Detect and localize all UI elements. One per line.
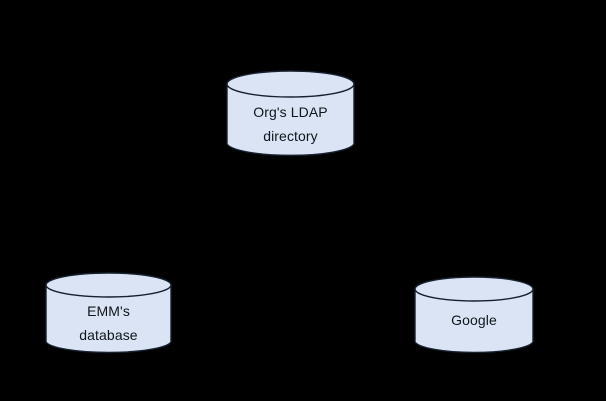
node-google[interactable]: Google bbox=[414, 276, 534, 355]
node-ldap-directory[interactable]: Org's LDAP directory bbox=[226, 70, 355, 158]
database-cylinder-icon bbox=[226, 70, 355, 157]
database-cylinder-icon bbox=[414, 276, 534, 354]
database-cylinder-icon bbox=[45, 272, 172, 354]
node-emm-database[interactable]: EMM's database bbox=[45, 272, 172, 355]
